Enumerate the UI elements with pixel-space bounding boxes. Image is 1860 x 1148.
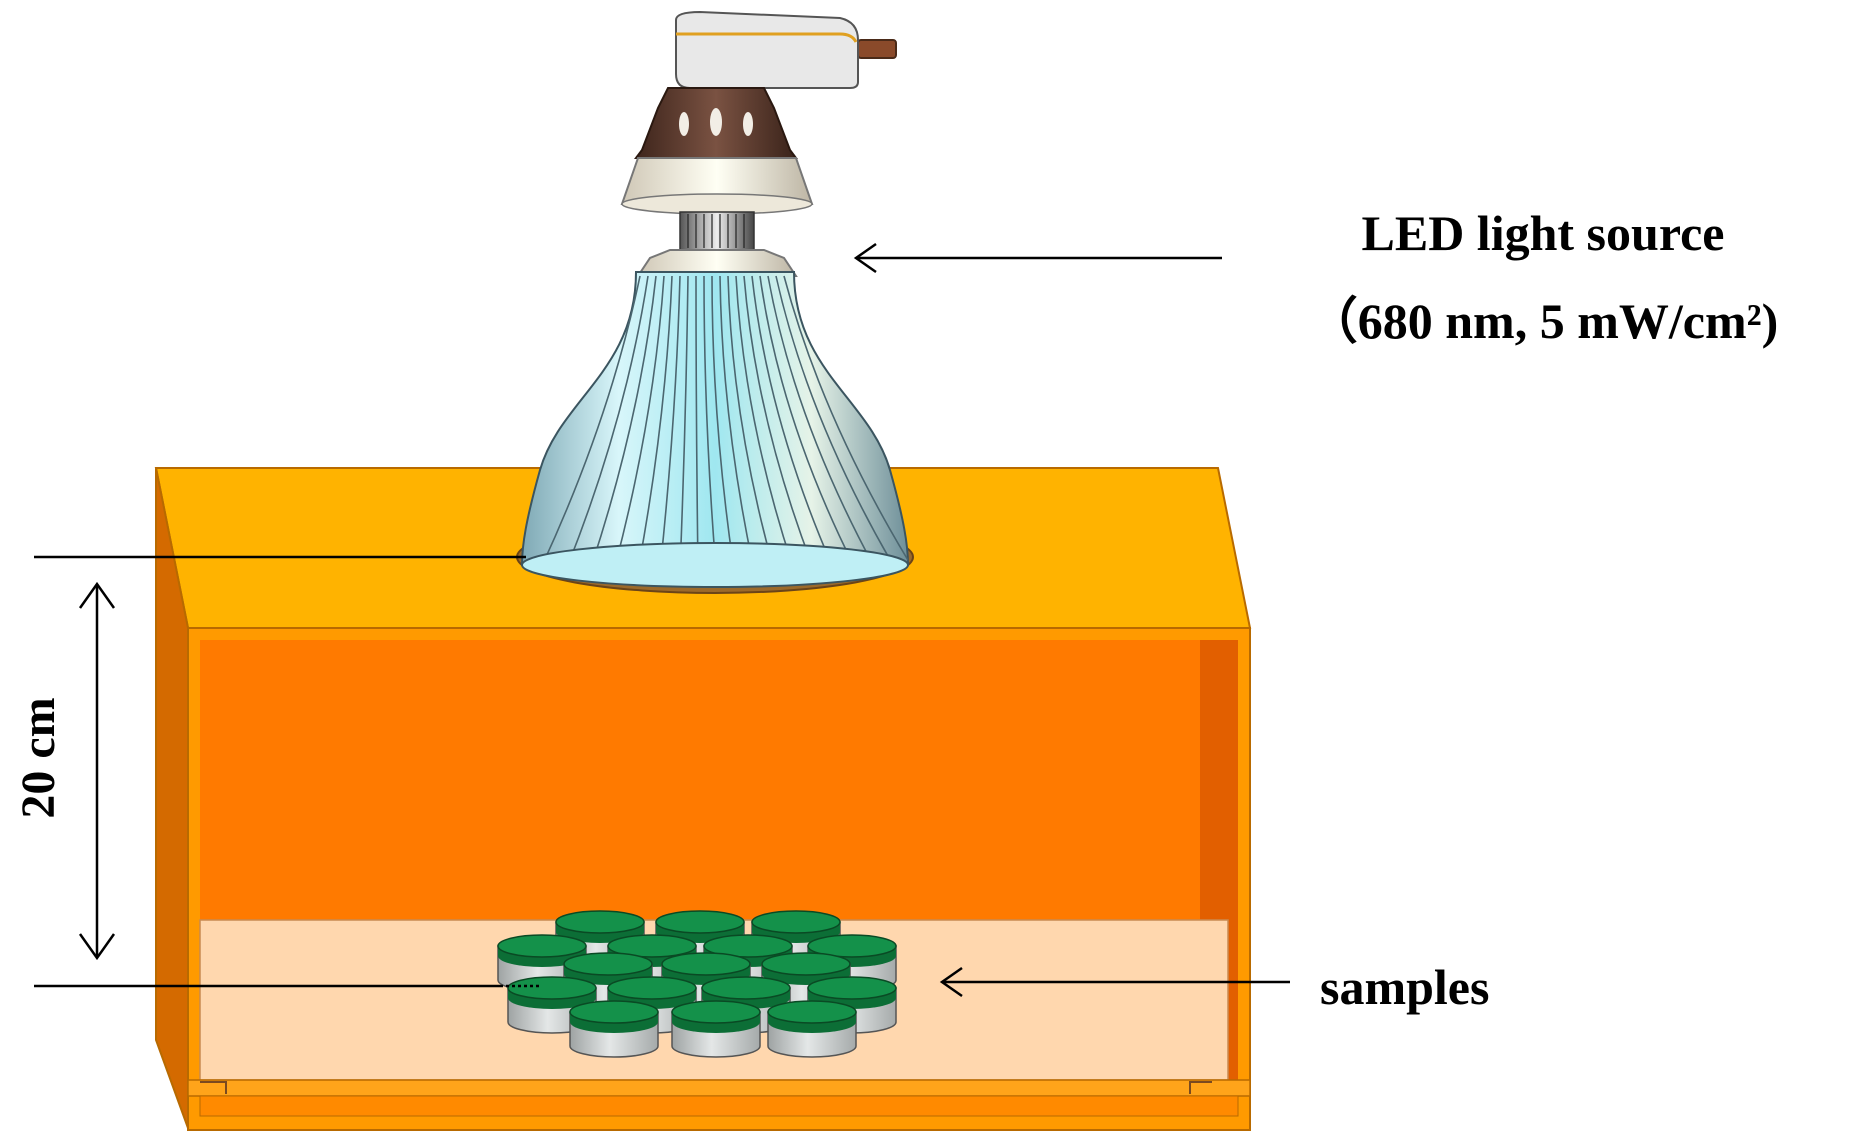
plug-housing bbox=[675, 10, 859, 89]
sample-vials bbox=[497, 910, 897, 1058]
sample-vial-cap bbox=[555, 910, 645, 934]
samples-label-arrowhead bbox=[939, 966, 963, 998]
sample-vial-cap bbox=[607, 976, 697, 1000]
box-floor-bracket-left bbox=[200, 1081, 227, 1094]
cap-vent-right bbox=[743, 112, 753, 136]
enclosure-box bbox=[154, 467, 1252, 1131]
led-label-spec: （680 nm, 5 mW/cm²) bbox=[1308, 293, 1778, 349]
reflector-rim bbox=[521, 542, 909, 588]
box-inner-back-wall bbox=[200, 640, 1238, 920]
lamp-plug bbox=[675, 10, 897, 89]
collar-upper-rim bbox=[621, 193, 813, 215]
box-floor-bracket-right bbox=[1189, 1081, 1212, 1094]
samples-label: samples bbox=[1320, 959, 1489, 1015]
sample-vial-cap bbox=[767, 1000, 857, 1024]
sample-vial-cap bbox=[655, 910, 745, 934]
sample-vial-cap bbox=[661, 952, 751, 976]
lamp-collar-lower bbox=[636, 249, 798, 277]
sample-vial-cap bbox=[507, 976, 597, 1000]
sample-vial-cap bbox=[701, 976, 791, 1000]
distance-label: 20 cm bbox=[12, 697, 65, 818]
sample-vial bbox=[671, 1000, 761, 1058]
cap-vent-center bbox=[710, 108, 722, 136]
sample-vial-cap bbox=[807, 976, 897, 1000]
distance-arrowhead-bottom bbox=[78, 933, 116, 961]
box-floor-lip bbox=[187, 1079, 1251, 1097]
led-label-title: LED light source bbox=[1362, 205, 1725, 261]
plug-trim bbox=[676, 32, 858, 43]
cap-vent-left bbox=[679, 112, 689, 136]
box-bottom-inner bbox=[199, 1095, 1239, 1117]
sample-vial-cap bbox=[703, 934, 793, 958]
led-label-arrowhead bbox=[853, 242, 877, 274]
reflector-ribs bbox=[539, 275, 908, 565]
sample-vial-cap bbox=[607, 934, 697, 958]
lamp-neck bbox=[679, 211, 755, 251]
distance-arrowhead-top bbox=[78, 581, 116, 609]
sample-vial-cap bbox=[751, 910, 841, 934]
sample-vial bbox=[569, 1000, 659, 1058]
sample-vial-cap bbox=[761, 952, 851, 976]
sample-vial bbox=[767, 1000, 857, 1058]
neck-threads bbox=[687, 214, 745, 248]
sample-vial-cap bbox=[497, 934, 587, 958]
sample-vial-cap bbox=[569, 1000, 659, 1024]
sample-vial-cap bbox=[671, 1000, 761, 1024]
plug-prong bbox=[857, 39, 897, 59]
led-lamp bbox=[520, 10, 910, 588]
sample-vial-cap bbox=[563, 952, 653, 976]
sample-vial-cap bbox=[807, 934, 897, 958]
